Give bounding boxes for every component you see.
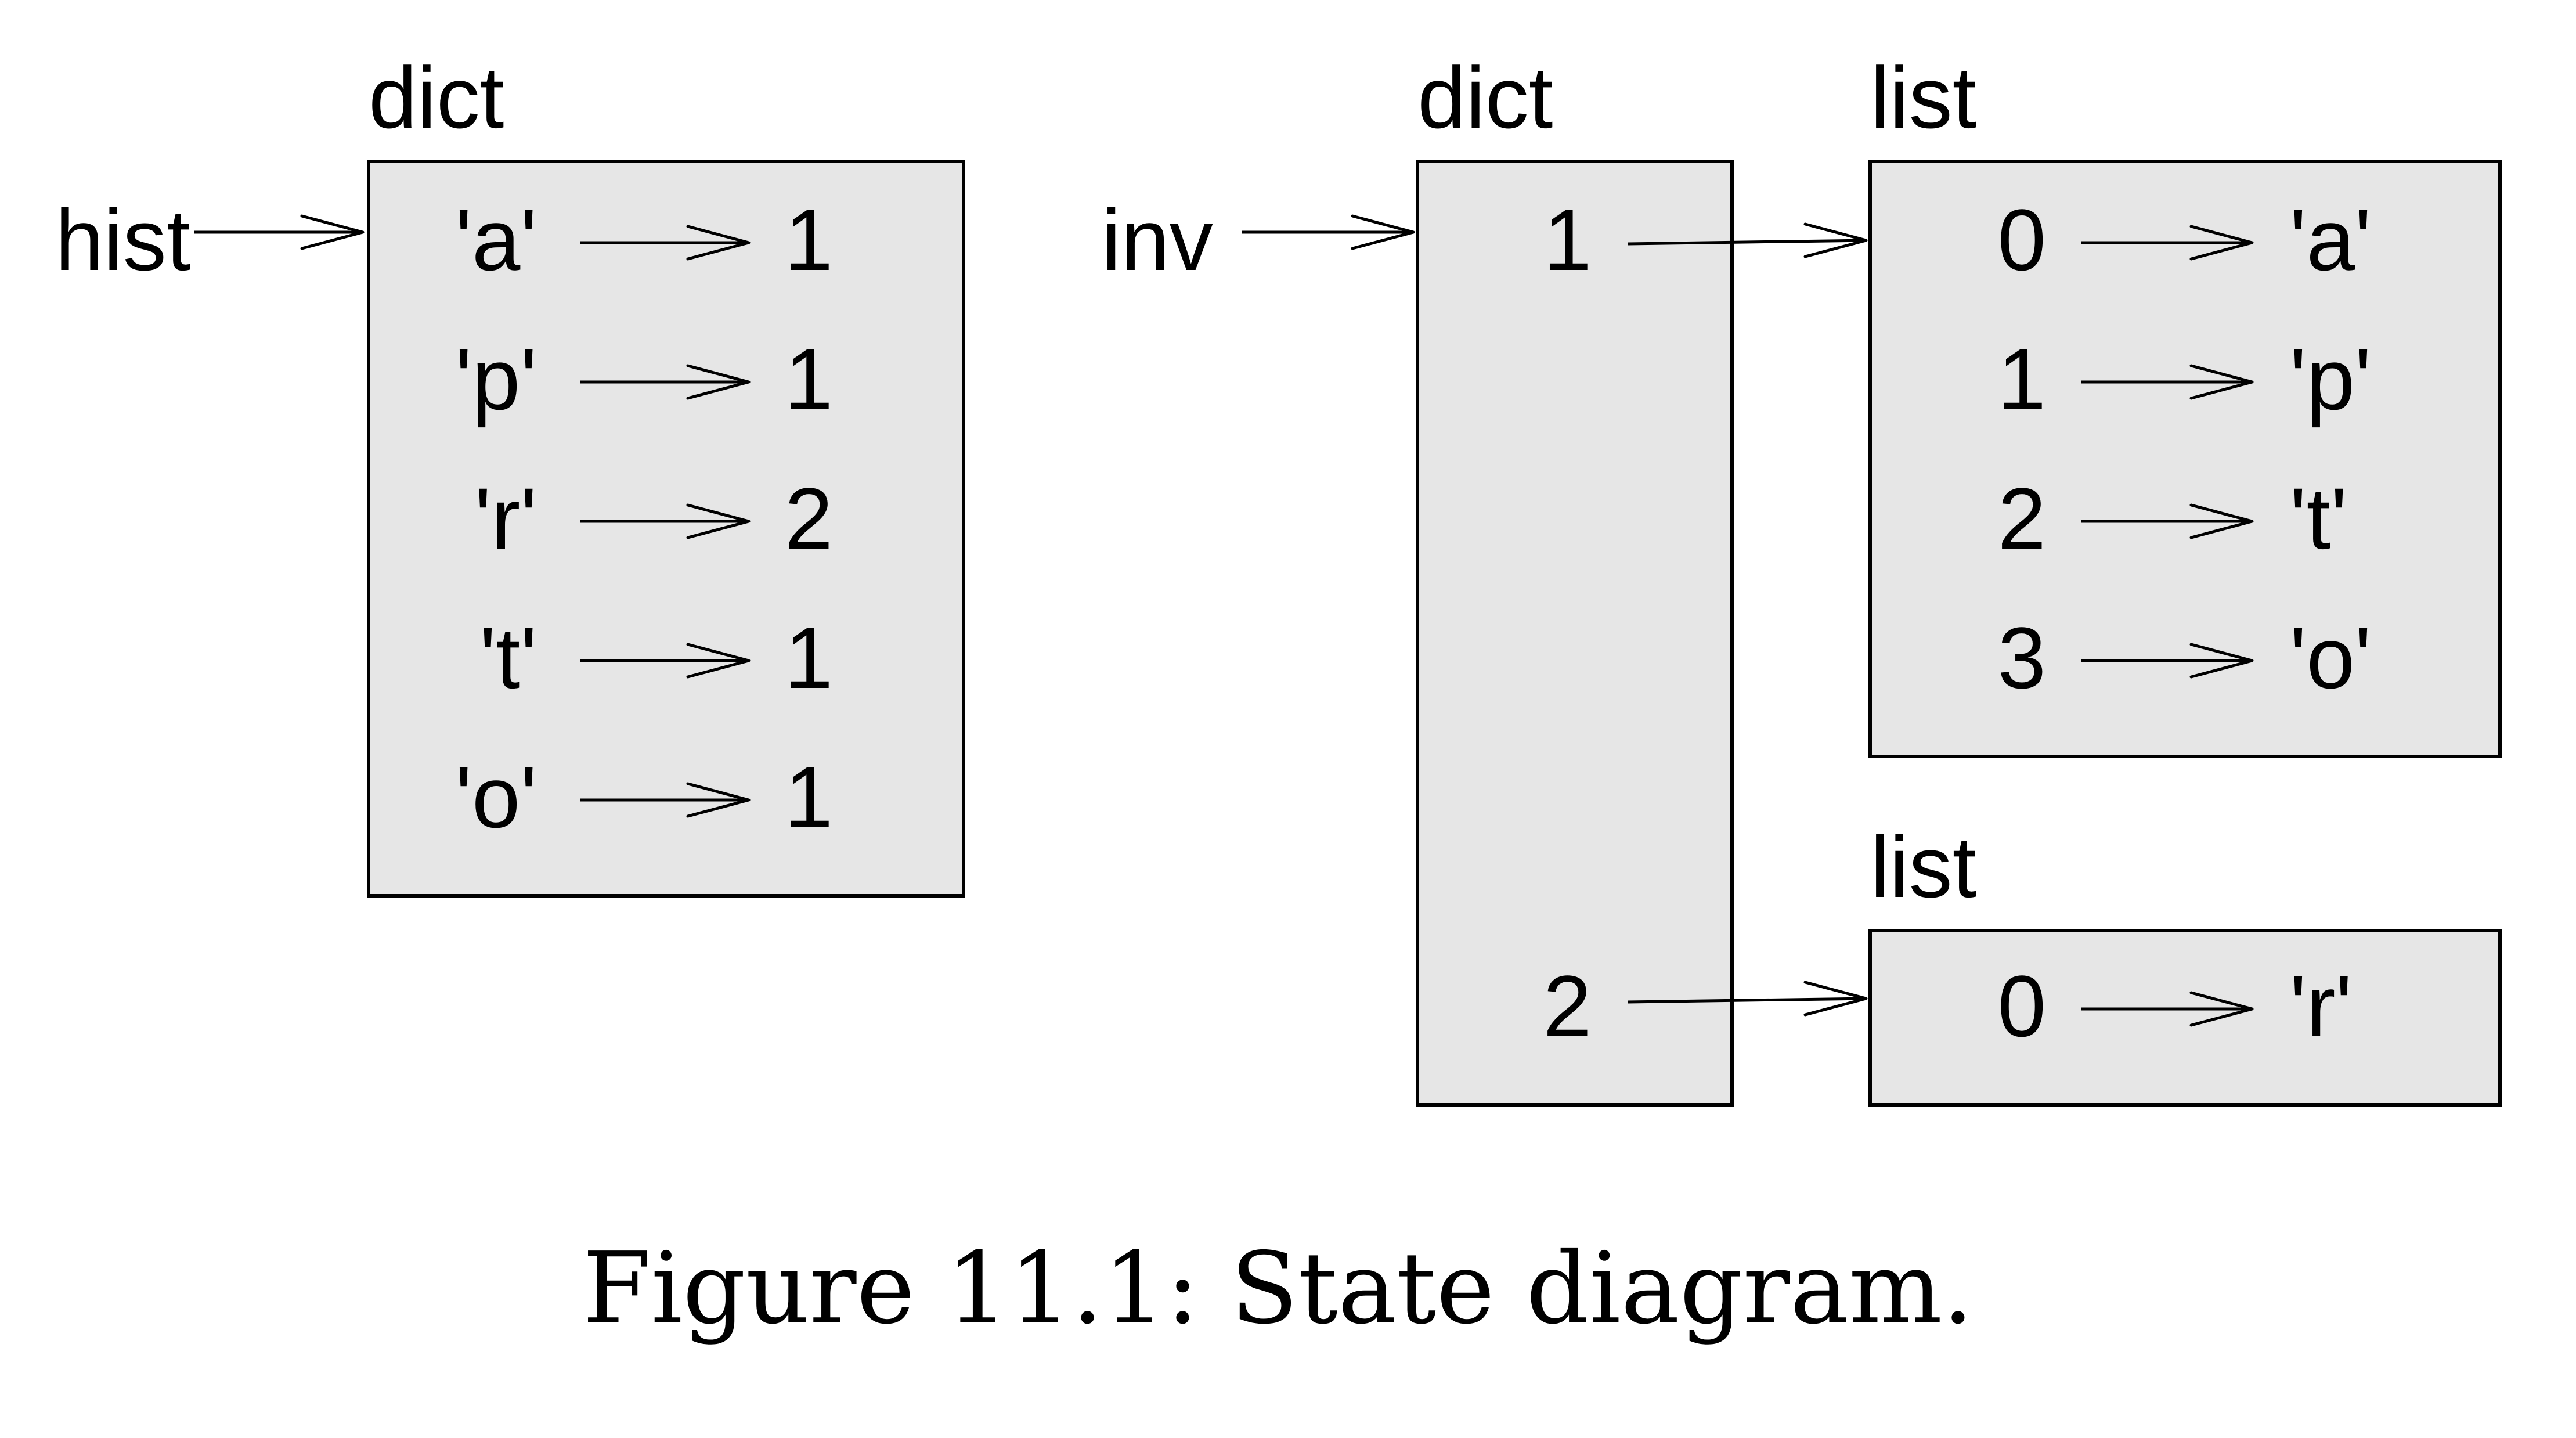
hist-entry-arrow: [580, 503, 751, 539]
list-group: list 0 'r': [1868, 818, 2502, 1107]
hist-entry: 'a' 1: [455, 191, 833, 289]
inv-dict-box: [1416, 160, 1734, 1107]
list-box: [1868, 160, 2502, 758]
list-item-index: 0: [1998, 957, 2046, 1055]
inv-variable-label: inv: [1102, 191, 1213, 289]
hist-entry-key: 't': [479, 609, 537, 707]
hist-entry-value: 1: [785, 748, 833, 846]
hist-entry-key: 'p': [455, 330, 537, 428]
list-item-value: 'r': [2290, 957, 2352, 1055]
inv-key-to-list-arrow: [1628, 222, 1868, 258]
list-item-value: 'o': [2290, 609, 2372, 707]
list-item: 2 't': [1998, 470, 2347, 567]
list-item-index: 2: [1998, 470, 2046, 567]
list-item: 3 'o': [1998, 609, 2372, 707]
hist-entry: 'r' 2: [475, 470, 833, 567]
hist-entry: 'p' 1: [455, 330, 833, 428]
inv-pointer-arrow: [1242, 214, 1415, 250]
list-group: list 0 'a' 1 'p' 2 't': [1868, 49, 2502, 758]
hist-entry-arrow: [580, 364, 751, 400]
list-item-value: 'a': [2290, 191, 2372, 289]
list-item-arrow: [2081, 503, 2254, 539]
hist-entry-value: 1: [785, 609, 833, 707]
hist-entry-arrow: [580, 225, 751, 261]
inv-key-to-list-arrow: [1628, 981, 1868, 1017]
figure-caption: Figure 11.1: State diagram.: [583, 1231, 1974, 1346]
list-item-index: 3: [1998, 609, 2046, 707]
list-item: 1 'p': [1998, 330, 2372, 428]
list-item-value: 'p': [2290, 330, 2372, 428]
hist-entry-value: 2: [785, 470, 833, 567]
list-box: [1868, 929, 2502, 1107]
hist-entry-value: 1: [785, 330, 833, 428]
list-item-arrow: [2081, 364, 2254, 400]
hist-pointer-arrow: [194, 214, 365, 250]
hist-dict-type-label: dict: [369, 49, 504, 146]
hist-dict-group: dict hist 'a' 1 'p' 1 'r': [55, 49, 965, 898]
list-type-label: list: [1870, 818, 1976, 916]
hist-entry-value: 1: [785, 191, 833, 289]
list-item: 0 'r': [1998, 957, 2353, 1055]
hist-dict-box: [367, 160, 965, 898]
list-item-arrow: [2081, 991, 2254, 1027]
inv-dict-group: dict inv 1 2: [1102, 49, 1868, 1107]
list-item-index: 1: [1998, 330, 2046, 428]
hist-entry-arrow: [580, 782, 751, 818]
hist-entry-key: 'r': [475, 470, 537, 567]
list-item-value: 't': [2290, 470, 2347, 567]
list-item-arrow: [2081, 643, 2254, 679]
list-item-index: 0: [1998, 191, 2046, 289]
hist-variable-label: hist: [55, 191, 190, 289]
inv-dict-type-label: dict: [1417, 49, 1553, 146]
inv-dict-key: 1: [1543, 191, 1592, 289]
inv-dict-key: 2: [1543, 957, 1592, 1055]
list-item: 0 'a': [1998, 191, 2372, 289]
hist-entry-arrow: [580, 643, 751, 679]
list-type-label: list: [1870, 49, 1976, 146]
list-item-arrow: [2081, 225, 2254, 261]
hist-entry: 'o' 1: [455, 748, 833, 846]
hist-entry-key: 'a': [455, 191, 537, 289]
hist-entry-key: 'o': [455, 748, 537, 846]
hist-entry: 't' 1: [479, 609, 833, 707]
